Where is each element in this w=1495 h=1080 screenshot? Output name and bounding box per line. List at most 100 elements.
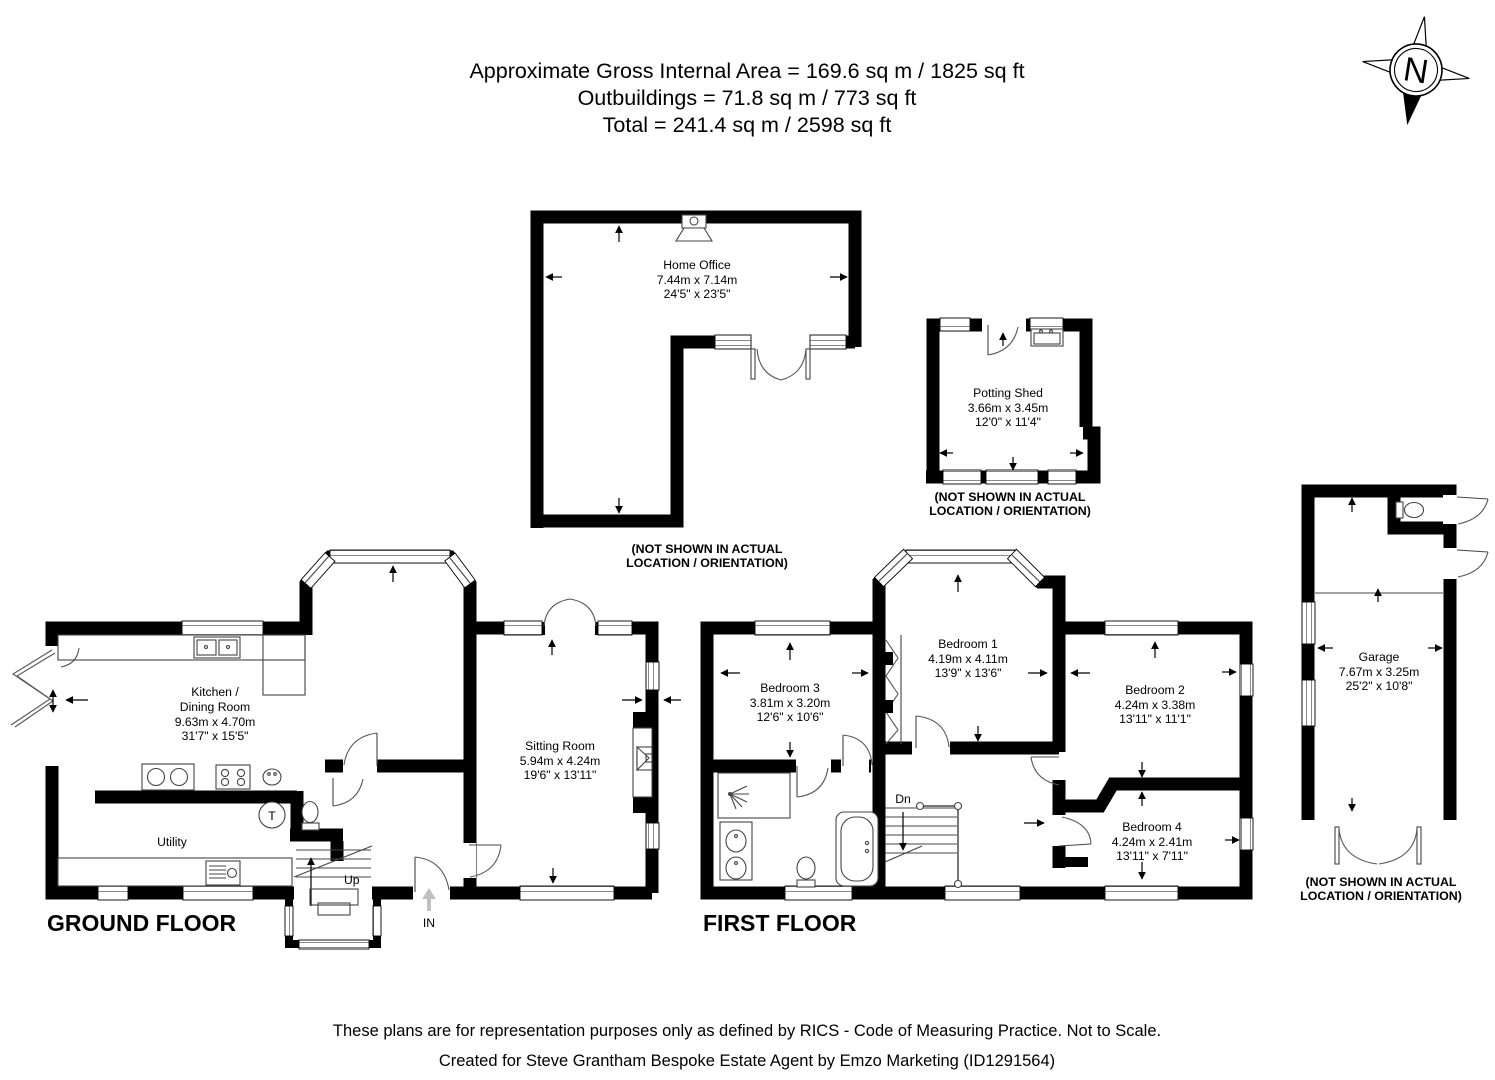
bedroom2-metric: 4.24m x 3.38m: [1115, 698, 1196, 712]
home-office-metric: 7.44m x 7.14m: [657, 273, 738, 287]
bifold-doors: [10, 647, 80, 728]
first-floor-title: FIRST FLOOR: [703, 910, 857, 936]
range-cooker-icon: [141, 763, 195, 791]
measurement-arrows: [545, 225, 848, 514]
rics-disclaimer-text: These plans are for representation purpo…: [333, 1022, 1161, 1040]
ground-floor-plan: T: [10, 549, 681, 950]
sitting-room-imperial: 19'6" x 13'11": [524, 768, 597, 782]
bedroom1-imperial: 13'9" x 13'6": [935, 666, 1002, 680]
fireplace-icon: [632, 712, 653, 813]
hob-icon: [215, 764, 251, 790]
potting-shed-window: [942, 469, 982, 485]
basin-icon: [262, 768, 282, 786]
stairs-down-label: Dn: [895, 792, 911, 806]
stairs-up-label: Up: [344, 873, 360, 887]
stove-icon: [675, 214, 713, 242]
ground-floor-walls: [45, 550, 659, 900]
toilet-icon: [796, 856, 816, 888]
kitchen-counter: [57, 634, 306, 696]
bedroom3-metric: 3.81m x 3.20m: [750, 696, 831, 710]
kitchen-sink-icon: [193, 636, 241, 659]
compass-north-icon: N: [1362, 16, 1470, 126]
garage-name: Garage: [1359, 650, 1400, 664]
measurement-arrows: [720, 574, 1240, 880]
garage-window: [1301, 679, 1316, 727]
compass-north-label: N: [1401, 50, 1431, 91]
bathtub-icon: [835, 811, 879, 887]
first-floor-plan: Bedroom 3 3.81m x 3.20m 12'6" x 10'6" Be…: [700, 548, 1254, 936]
bedroom1-metric: 4.19m x 4.11m: [928, 652, 1008, 666]
ground-floor-title: GROUND FLOOR: [47, 910, 236, 936]
home-office-name: Home Office: [663, 258, 731, 272]
header-area-summary: Approximate Gross Internal Area = 169.6 …: [469, 59, 1024, 137]
ground-floor-windows: [97, 549, 660, 901]
garage-window: [1301, 601, 1316, 645]
garage-plan: Garage 7.67m x 3.25m 25'2" x 10'8" (NOT …: [1300, 484, 1489, 903]
utility-counter: [57, 857, 293, 887]
gross-internal-area-text: Approximate Gross Internal Area = 169.6 …: [469, 59, 1024, 83]
tumble-dryer-icon: T: [258, 801, 286, 829]
potting-shed-name: Potting Shed: [973, 386, 1043, 400]
ground-floor-doors: [332, 732, 502, 892]
potting-shed-caption-line2: LOCATION / ORIENTATION): [929, 504, 1091, 518]
bedroom4-imperial: 13'11" x 7'11": [1116, 849, 1188, 863]
sitting-room-metric: 5.94m x 4.24m: [520, 754, 601, 768]
potting-shed-window: [939, 317, 971, 332]
door-swing: [756, 348, 782, 381]
footer-disclaimer: These plans are for representation purpo…: [333, 1022, 1161, 1070]
wardrobe-bifold-doors: [883, 635, 902, 745]
first-floor-windows: [754, 548, 1254, 901]
door-swing: [60, 647, 80, 668]
potting-shed-metric: 3.66m x 3.45m: [968, 401, 1049, 415]
measurement-arrows: [939, 332, 1084, 471]
measurement-arrows: [1317, 497, 1443, 812]
home-office-window: [714, 334, 752, 350]
kitchen-name-line1: Kitchen /: [191, 685, 239, 699]
kitchen-metric: 9.63m x 4.70m: [175, 715, 256, 729]
garage-metric: 7.67m x 3.25m: [1339, 665, 1420, 679]
sink-icon: [1030, 328, 1064, 347]
garage-imperial: 25'2" x 10'8": [1346, 679, 1413, 693]
bedroom3-imperial: 12'6" x 10'6": [757, 710, 824, 724]
potting-shed-imperial: 12'0" x 11'4": [975, 415, 1041, 429]
bedroom4-name: Bedroom 4: [1122, 820, 1182, 834]
french-doors: [543, 598, 597, 627]
outbuildings-area-text: Outbuildings = 71.8 sq m / 773 sq ft: [578, 86, 917, 110]
garage-caption-line2: LOCATION / ORIENTATION): [1300, 889, 1462, 903]
bedroom4-metric: 4.24m x 2.41m: [1112, 835, 1193, 849]
door-swing: [780, 348, 807, 381]
bedroom3-name: Bedroom 3: [760, 681, 820, 695]
home-office-plan: Home Office 7.44m x 7.14m 24'5" x 23'5" …: [530, 210, 862, 570]
garage-side-doors: [1456, 496, 1489, 578]
entrance-porch: [284, 888, 382, 950]
home-office-caption-line1: (NOT SHOWN IN ACTUAL: [632, 542, 783, 556]
shower-icon: [717, 772, 791, 819]
potting-shed-plan: Potting Shed 3.66m x 3.45m 12'0" x 11'4"…: [926, 317, 1101, 518]
bedroom1-name: Bedroom 1: [938, 637, 998, 651]
potting-shed-caption-line1: (NOT SHOWN IN ACTUAL: [935, 490, 1086, 504]
staircase-up: [293, 845, 373, 906]
credit-text: Created for Steve Grantham Bespoke Estat…: [439, 1052, 1055, 1070]
home-office-window: [809, 334, 847, 350]
toilet-icon: [301, 800, 320, 831]
toilet-icon: [1395, 501, 1425, 519]
entry-arrow-icon: [422, 888, 436, 911]
bedroom2-name: Bedroom 2: [1125, 683, 1185, 697]
home-office-caption-line2: LOCATION / ORIENTATION): [626, 556, 788, 570]
garage-caption-line1: (NOT SHOWN IN ACTUAL: [1306, 875, 1457, 889]
sitting-room-name: Sitting Room: [525, 739, 595, 753]
door-swing: [987, 326, 1019, 356]
measurement-arrows: [49, 565, 681, 884]
first-floor-doors: [796, 715, 1092, 847]
kitchen-imperial: 31'7" x 15'5": [182, 729, 249, 743]
tumble-dryer-label: T: [268, 809, 276, 823]
staircase-down: [884, 801, 963, 889]
potting-shed-window: [985, 469, 1039, 485]
utility-sink-icon: [205, 860, 241, 886]
entrance-in-label: IN: [423, 916, 435, 930]
potting-shed-window: [1047, 469, 1077, 485]
garage-double-doors: [1334, 826, 1422, 865]
total-area-text: Total = 241.4 sq m / 2598 sq ft: [603, 113, 892, 137]
